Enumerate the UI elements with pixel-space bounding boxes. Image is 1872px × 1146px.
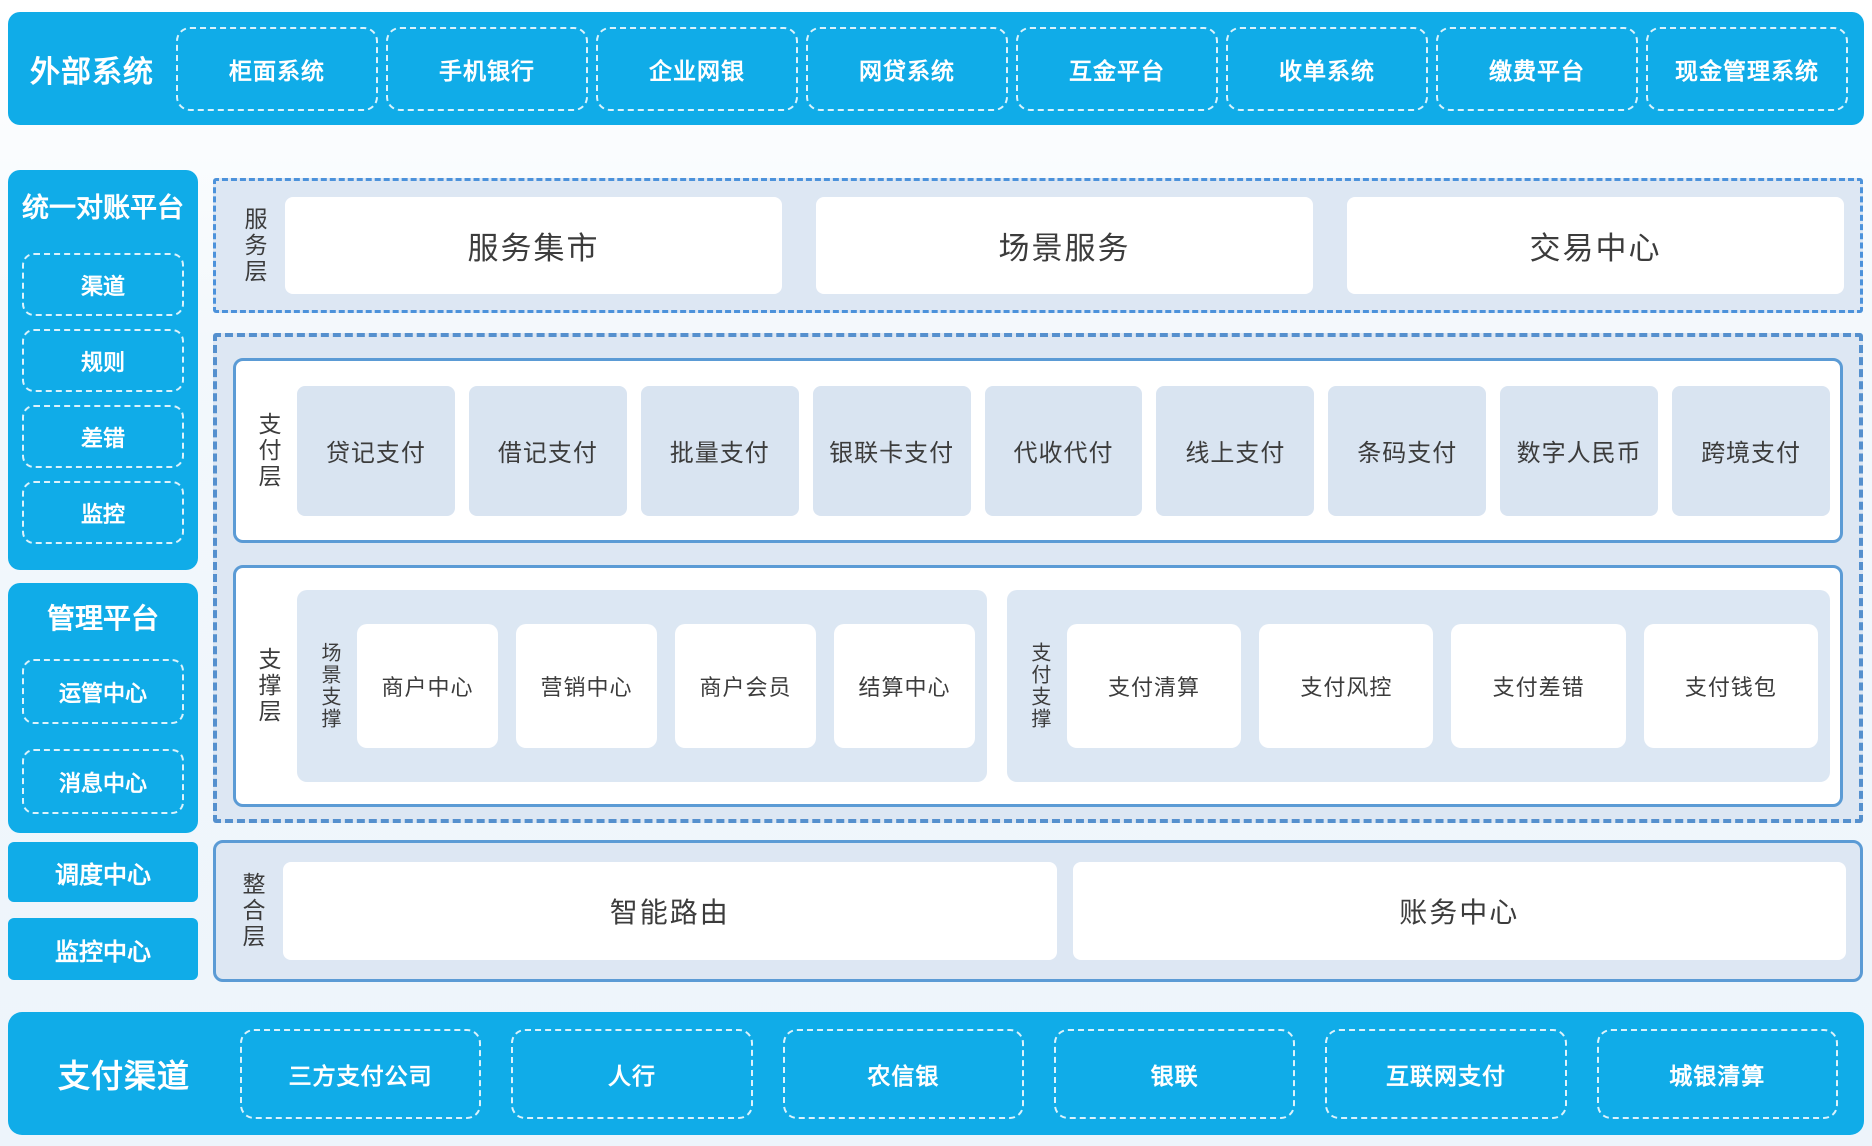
scene-support-items: 商户中心 营销中心 商户会员 结算中心 <box>357 624 975 748</box>
external-system-item: 缴费平台 <box>1436 26 1638 111</box>
management-item: 消息中心 <box>22 749 184 814</box>
integration-layer-boxes: 智能路由 账务中心 <box>283 862 1846 960</box>
external-systems-items: 柜面系统 手机银行 企业网银 网贷系统 互金平台 收单系统 缴费平台 现金管理系… <box>176 26 1848 111</box>
support-layer-groups: 场景支撑 商户中心 营销中心 商户会员 结算中心 支付支撑 支付清算 支付风控 … <box>297 590 1830 782</box>
external-systems-bar: 外部系统 柜面系统 手机银行 企业网银 网贷系统 互金平台 收单系统 缴费平台 … <box>8 12 1864 125</box>
payment-item: 代收代付 <box>984 385 1143 516</box>
external-system-item: 手机银行 <box>386 26 588 111</box>
service-layer-boxes: 服务集市 场景服务 交易中心 <box>285 197 1844 294</box>
payment-channel-item: 银联 <box>1053 1028 1296 1119</box>
service-box: 交易中心 <box>1347 197 1844 294</box>
payment-channel-item: 农信银 <box>782 1028 1024 1119</box>
payment-item: 跨境支付 <box>1672 385 1831 516</box>
payment-item: 批量支付 <box>640 385 799 516</box>
monitor-center-box: 监控中心 <box>8 918 198 980</box>
external-systems-title: 外部系统 <box>30 55 154 89</box>
payment-channel-item: 城银清算 <box>1596 1028 1838 1119</box>
scene-support-item: 商户中心 <box>357 624 498 748</box>
service-layer-section: 服务层 服务集市 场景服务 交易中心 <box>213 178 1863 313</box>
management-platform-panel: 管理平台 运管中心 消息中心 <box>8 583 198 833</box>
payment-channels-items: 三方支付公司 人行 农信银 银联 互联网支付 城银清算 <box>240 1028 1838 1119</box>
payment-support-item: 支付钱包 <box>1643 624 1819 748</box>
payment-support-item: 支付差错 <box>1451 624 1626 748</box>
payment-layer-items: 贷记支付 借记支付 批量支付 银联卡支付 代收代付 线上支付 条码支付 数字人民… <box>297 385 1831 516</box>
payment-channels-title: 支付渠道 <box>57 1057 190 1094</box>
management-item: 运管中心 <box>22 659 184 724</box>
payment-item: 贷记支付 <box>297 385 455 516</box>
reconciliation-item: 渠道 <box>22 253 184 316</box>
external-system-item: 现金管理系统 <box>1646 26 1848 111</box>
payment-channel-item: 人行 <box>511 1028 753 1119</box>
payment-item: 数字人民币 <box>1500 385 1659 516</box>
service-box: 场景服务 <box>816 197 1313 294</box>
payment-channels-bar: 支付渠道 三方支付公司 人行 农信银 银联 互联网支付 城银清算 <box>8 1012 1864 1135</box>
payment-support-item: 支付风控 <box>1259 624 1434 748</box>
payment-item: 借记支付 <box>468 385 627 516</box>
reconciliation-item: 监控 <box>22 481 184 544</box>
integration-layer-section: 整合层 智能路由 账务中心 <box>213 840 1863 982</box>
external-system-item: 互金平台 <box>1016 26 1218 111</box>
payment-layer-box: 支付层 贷记支付 借记支付 批量支付 银联卡支付 代收代付 线上支付 条码支付 … <box>233 358 1843 543</box>
payment-item: 线上支付 <box>1156 385 1315 516</box>
payment-item: 银联卡支付 <box>812 385 971 516</box>
support-layer-box: 支撑层 场景支撑 商户中心 营销中心 商户会员 结算中心 支付支撑 支付清算 支… <box>233 565 1843 807</box>
integration-layer-label: 整合层 <box>239 872 265 950</box>
payment-channel-item: 三方支付公司 <box>240 1028 482 1119</box>
integration-box: 账务中心 <box>1072 862 1846 960</box>
reconciliation-platform-items: 渠道 规则 差错 监控 <box>22 253 184 544</box>
reconciliation-item: 规则 <box>22 329 184 392</box>
management-platform-items: 运管中心 消息中心 <box>22 659 184 814</box>
payment-support-label: 支付支撑 <box>1027 642 1050 730</box>
reconciliation-platform-panel: 统一对账平台 渠道 规则 差错 监控 <box>8 170 198 570</box>
integration-box: 智能路由 <box>283 862 1057 960</box>
payment-item: 条码支付 <box>1328 385 1487 516</box>
scene-support-item: 营销中心 <box>515 624 657 748</box>
external-system-item: 收单系统 <box>1226 26 1428 111</box>
scene-support-item: 商户会员 <box>674 624 816 748</box>
scene-support-label: 场景支撑 <box>318 642 340 730</box>
dispatch-center-box: 调度中心 <box>8 842 198 902</box>
payment-channel-item: 互联网支付 <box>1325 1028 1567 1119</box>
payment-layer-label: 支付层 <box>255 411 281 490</box>
reconciliation-platform-title: 统一对账平台 <box>22 193 184 223</box>
management-platform-title: 管理平台 <box>46 603 159 634</box>
service-layer-label: 服务层 <box>241 206 267 285</box>
external-system-item: 柜面系统 <box>176 26 378 111</box>
payment-support-section: 支付层 贷记支付 借记支付 批量支付 银联卡支付 代收代付 线上支付 条码支付 … <box>213 333 1863 823</box>
service-box: 服务集市 <box>285 197 782 294</box>
payment-support-group: 支付支撑 支付清算 支付风控 支付差错 支付钱包 <box>1006 590 1830 782</box>
external-system-item: 企业网银 <box>596 26 798 111</box>
scene-support-item: 结算中心 <box>833 624 975 748</box>
reconciliation-item: 差错 <box>22 405 184 468</box>
support-layer-label: 支撑层 <box>255 647 281 725</box>
external-system-item: 网贷系统 <box>806 26 1008 111</box>
payment-support-item: 支付清算 <box>1066 624 1242 748</box>
payment-support-items: 支付清算 支付风控 支付差错 支付钱包 <box>1066 624 1819 748</box>
scene-support-group: 场景支撑 商户中心 营销中心 商户会员 结算中心 <box>297 590 987 782</box>
